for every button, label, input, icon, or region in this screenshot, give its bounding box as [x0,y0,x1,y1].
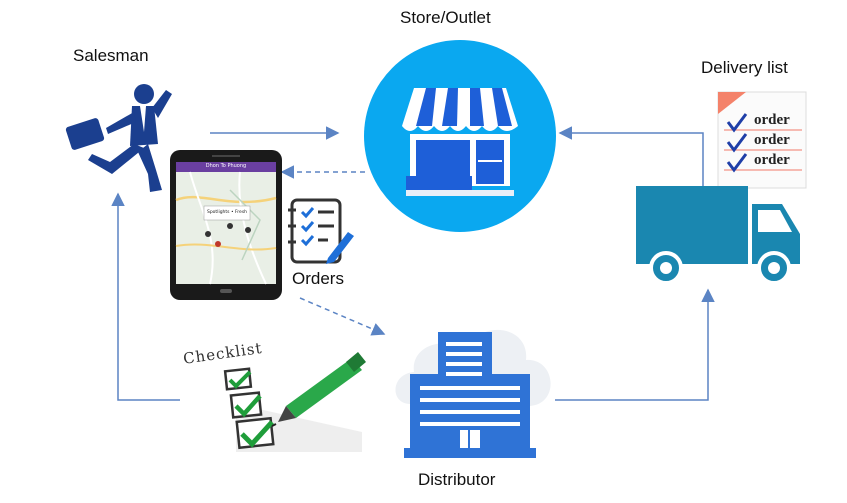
check-icon [726,153,748,173]
arrow-truck-to-store [558,126,704,188]
delivery-list-node: order order order [710,84,810,190]
store-label: Store/Outlet [400,8,491,27]
check-icon [726,133,748,153]
arrow-checklist-to-salesman [111,192,180,401]
salesman-node [62,82,180,194]
tablet-app-title: Dhon To Phuong [205,163,247,169]
delivery-item: order [754,132,790,148]
orders-node [284,196,356,268]
salesman-label: Salesman [73,46,149,65]
delivery-list-paper-icon [717,91,807,189]
delivery-item: order [754,152,790,168]
store-icon [364,40,556,232]
office-building-icon [395,329,551,458]
distributor-node [380,314,560,464]
checklist-icon [223,352,366,452]
orders-label: Orders [292,269,344,288]
orders-clipboard-icon [288,198,354,264]
tablet-device-icon [170,150,282,300]
delivery-item: order [754,112,790,128]
delivery-list-label: Delivery list [701,58,788,77]
truck-node [636,186,802,286]
tablet-map-popup: Spotlights • Fresh [206,210,248,215]
distributor-label: Distributor [418,470,496,489]
tablet-node: Dhon To Phuong Spotlights • Fresh [170,150,282,300]
store-node [362,38,558,234]
truck-icon [636,186,800,285]
checklist-node: Checklist [176,339,366,458]
arrow-distributor-to-truck [555,288,715,401]
arrow-tablet-to-distributor [299,297,386,336]
check-icon [726,113,748,133]
salesman-figure-icon [65,84,172,192]
